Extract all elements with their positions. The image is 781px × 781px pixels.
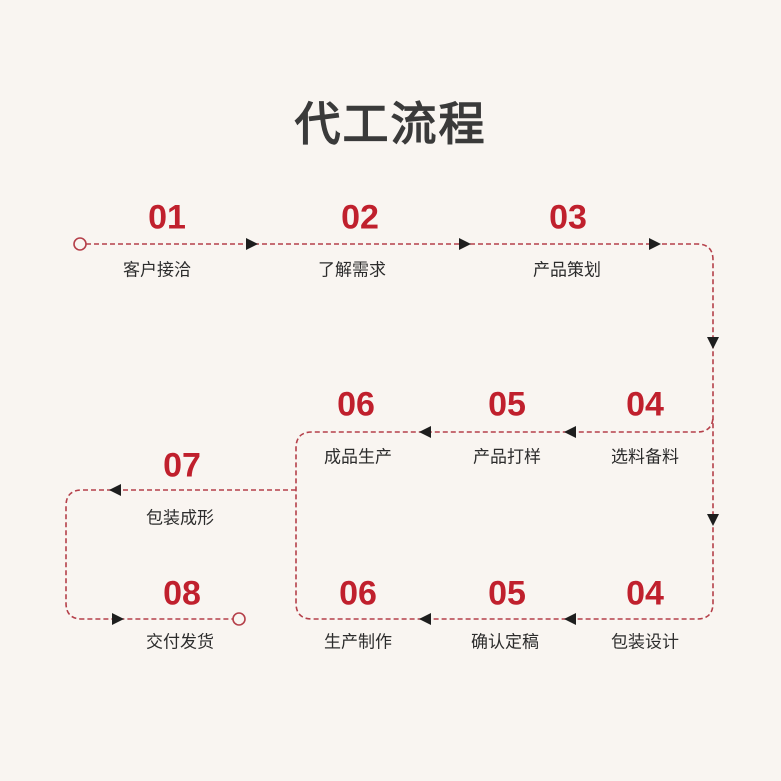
- step-label: 成品生产: [324, 447, 392, 468]
- step-label: 生产制作: [324, 632, 392, 653]
- arrow-right-icon: [459, 238, 471, 250]
- end-circle-icon: [232, 612, 246, 626]
- arrow-left-icon: [564, 613, 576, 625]
- step-number: 04: [626, 574, 664, 613]
- step-number: 06: [339, 574, 377, 613]
- start-circle-icon: [73, 237, 87, 251]
- step-number: 04: [626, 385, 664, 424]
- step-label: 产品策划: [533, 260, 601, 281]
- arrow-left-icon: [564, 426, 576, 438]
- arrow-right-icon: [246, 238, 258, 250]
- step-label: 包装成形: [146, 508, 214, 529]
- final-flow-path: [65, 489, 296, 620]
- step-label: 确认定稿: [471, 632, 539, 653]
- step-number: 08: [163, 574, 201, 613]
- page-title: 代工流程: [294, 97, 487, 151]
- step-number: 01: [148, 198, 186, 237]
- arrow-right-icon: [112, 613, 124, 625]
- main-flow-path: [86, 243, 714, 620]
- step-number: 05: [488, 385, 526, 424]
- arrow-left-icon: [419, 613, 431, 625]
- step-label: 客户接洽: [123, 260, 191, 281]
- step-label: 交付发货: [146, 632, 214, 653]
- step-number: 07: [163, 446, 201, 485]
- step-number: 05: [488, 574, 526, 613]
- step-number: 02: [341, 198, 379, 237]
- arrow-down-icon: [707, 337, 719, 349]
- arrow-right-icon: [649, 238, 661, 250]
- step-label: 产品打样: [473, 447, 541, 468]
- arrow-left-icon: [419, 426, 431, 438]
- arrow-left-icon: [109, 484, 121, 496]
- step-label: 了解需求: [318, 260, 386, 281]
- step-label: 包装设计: [611, 632, 679, 653]
- step-number: 03: [549, 198, 587, 237]
- arrow-down-icon: [707, 514, 719, 526]
- step-label: 选料备料: [611, 447, 679, 468]
- step-number: 06: [337, 385, 375, 424]
